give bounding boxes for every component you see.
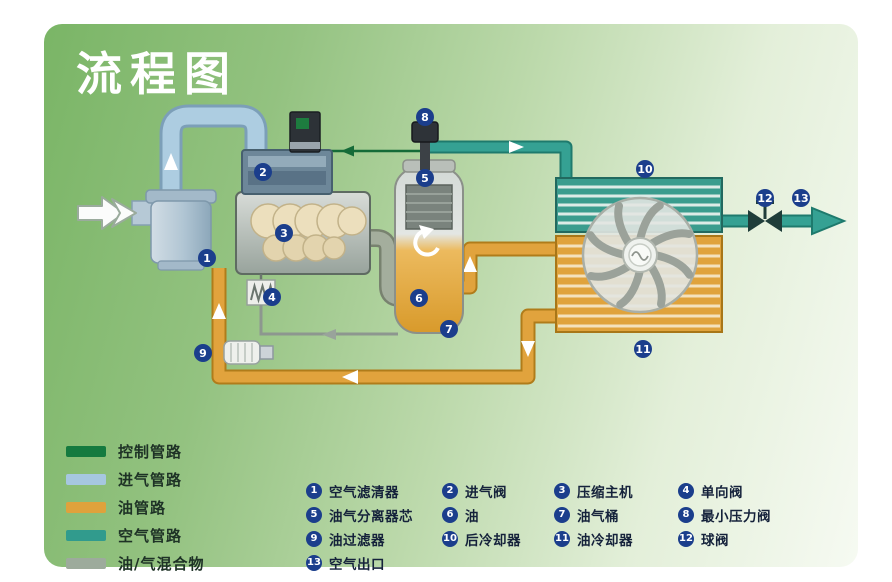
legend-item-4: 4 单向阀 [678,482,838,501]
component-number-badge: 9 [306,531,322,547]
flow-left-arrow [342,370,358,384]
solenoid-valve [289,111,321,153]
pipe-legend-item: 空气管路 [66,526,204,545]
air-pipes [428,140,847,236]
pipe-legend: 控制管路 进气管路 油管路 空气管路 油/气混合物 [66,442,204,582]
flow-down-arrow [521,341,535,357]
component-label: 油气桶 [577,509,619,525]
pipe-color-swatch [66,501,106,513]
component-number-badge: 5 [306,507,322,523]
component-number-badge: 12 [678,531,694,547]
pipe-legend-label: 控制管路 [118,442,183,461]
intake-pipe [159,104,268,198]
component-number-badge: 10 [442,531,458,547]
pipe-legend-item: 控制管路 [66,442,204,461]
component-label: 最小压力阀 [701,509,771,525]
component-label: 空气滤清器 [329,485,399,501]
component-number-badge: 6 [442,507,458,523]
component-label: 单向阀 [701,485,743,501]
legend-item-5: 5 油气分离器芯 [306,506,442,525]
component-badge-8: 8 [416,108,434,126]
legend-item-11: 11 油冷却器 [554,530,678,549]
component-number-badge: 4 [678,483,694,499]
component-label: 进气阀 [465,485,507,501]
pipe-legend-label: 进气管路 [118,470,183,489]
component-label: 油气分离器芯 [329,509,413,525]
pipe-color-swatch [66,529,106,541]
legend-item-8: 8 最小压力阀 [678,506,838,525]
component-number-badge: 2 [442,483,458,499]
component-label: 油 [465,509,479,525]
component-badge-12: 12 [756,189,774,207]
legend-item-1: 1 空气滤清器 [306,482,442,501]
component-number-badge: 8 [678,507,694,523]
component-number-badge: 7 [554,507,570,523]
component-badge-2: 2 [254,163,272,181]
component-label: 油冷却器 [577,533,633,549]
air-filter [131,189,217,271]
component-label: 压缩主机 [577,485,633,501]
component-badge-1: 1 [198,249,216,267]
component-badge-6: 6 [410,289,428,307]
oil-filter [223,340,274,365]
diagram-title: 流程图 [76,47,238,101]
component-badge-5: 5 [416,169,434,187]
pipe-color-swatch [66,445,106,457]
pipe-legend-item: 进气管路 [66,470,204,489]
component-badge-10: 10 [636,160,654,178]
flow-up-arrow [212,303,226,319]
intake-valve [241,111,333,195]
component-label: 后冷却器 [465,533,521,549]
flow-left-arrow [322,329,336,340]
legend-item-12: 12 球阀 [678,530,838,549]
component-number-badge: 13 [306,555,322,571]
component-number-badge: 11 [554,531,570,547]
pipe-legend-label: 油/气混合物 [118,554,205,573]
component-badge-11: 11 [634,340,652,358]
component-label: 油过滤器 [329,533,385,549]
flow-up-arrow [164,153,178,170]
pipe-legend-item: 油/气混合物 [66,554,205,573]
flow-right-arrow [509,141,524,153]
pipe-legend-item: 油管路 [66,498,204,517]
legend-item-9: 9 油过滤器 [306,530,442,549]
pipe-legend-label: 油管路 [118,498,167,517]
pipe-legend-label: 空气管路 [118,526,183,545]
component-label: 球阀 [701,533,729,549]
component-number-badge: 1 [306,483,322,499]
legend-item-2: 2 进气阀 [442,482,554,501]
component-badge-4: 4 [263,288,281,306]
legend-item-10: 10 后冷却器 [442,530,554,549]
flow-up-arrow [463,256,477,272]
component-badge-13: 13 [792,189,810,207]
legend-item-3: 3 压缩主机 [554,482,678,501]
pipe-color-swatch [66,473,106,485]
component-label: 空气出口 [329,557,385,573]
component-badge-7: 7 [440,320,458,338]
swirl-arrow [413,229,440,257]
legend-item-7: 7 油气桶 [554,506,678,525]
control-line [318,145,424,157]
inlet-arrow [77,196,137,230]
cooling-fan [581,196,699,314]
pipe-color-swatch [66,557,106,569]
component-badge-9: 9 [194,344,212,362]
component-number-badge: 3 [554,483,570,499]
compressor-unit [235,191,371,275]
legend-item-13: 13 空气出口 [306,554,442,573]
check-valve [246,274,398,340]
flow-left-arrow [341,145,354,157]
air-outlet-arrow [811,206,847,236]
separator-core [405,184,453,230]
component-badge-3: 3 [275,224,293,242]
